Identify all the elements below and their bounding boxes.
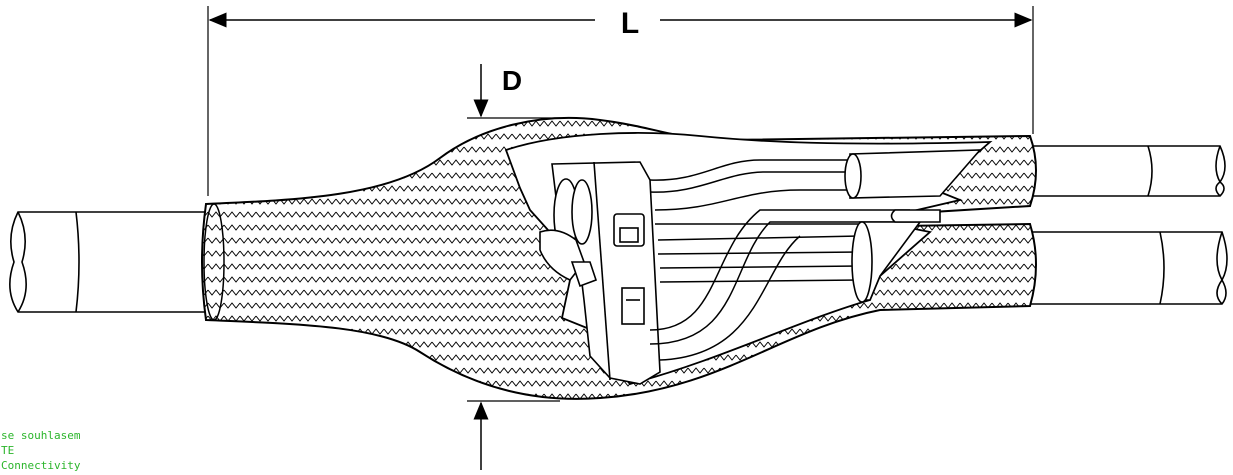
cutaway-interior xyxy=(504,132,993,386)
incoming-cable xyxy=(9,211,213,313)
approval-stamp: se souhlasem TE Connectivity xyxy=(1,428,80,473)
length-label: L xyxy=(621,7,639,40)
diameter-label: D xyxy=(502,65,522,96)
connector-body xyxy=(539,161,661,385)
diameter-dimension: D xyxy=(467,64,560,470)
outgoing-cables xyxy=(1024,145,1228,305)
length-dimension: L xyxy=(207,6,1034,196)
stamp-line-1: se souhlasem xyxy=(1,429,81,442)
stamp-line-3: Connectivity xyxy=(1,459,81,472)
stamp-line-2: TE xyxy=(1,444,15,457)
inner-tubes xyxy=(844,149,982,303)
inner-conductors xyxy=(649,159,910,361)
